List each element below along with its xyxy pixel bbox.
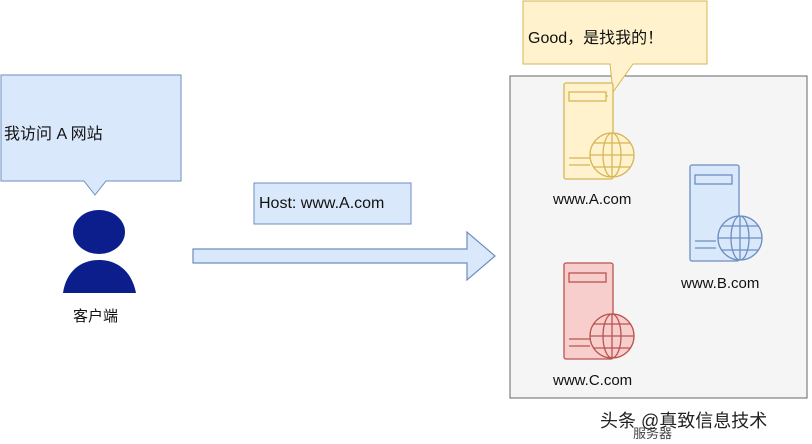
server-a-label: www.A.com bbox=[553, 191, 632, 208]
watermark: 头条 @真致信息技术 bbox=[600, 411, 768, 431]
request-box bbox=[253, 182, 412, 225]
request-arrow bbox=[192, 230, 496, 282]
request-label: Host: www.A.com bbox=[259, 195, 385, 212]
server-speech-bubble bbox=[522, 0, 708, 94]
person-icon bbox=[63, 210, 136, 293]
client-speech-text: 我访问 A 网站 bbox=[4, 126, 103, 143]
client-label: 客户端 bbox=[73, 308, 119, 325]
server-c-icon bbox=[563, 262, 635, 360]
server-b-icon bbox=[689, 164, 763, 262]
server-speech-text: Good，是找我的！ bbox=[528, 30, 664, 47]
server-a-icon bbox=[563, 82, 635, 180]
server-c-label: www.C.com bbox=[553, 372, 633, 389]
group-label: 服务器 bbox=[633, 426, 673, 441]
client-speech-bubble bbox=[0, 74, 182, 196]
server-b-label: www.B.com bbox=[681, 275, 760, 292]
